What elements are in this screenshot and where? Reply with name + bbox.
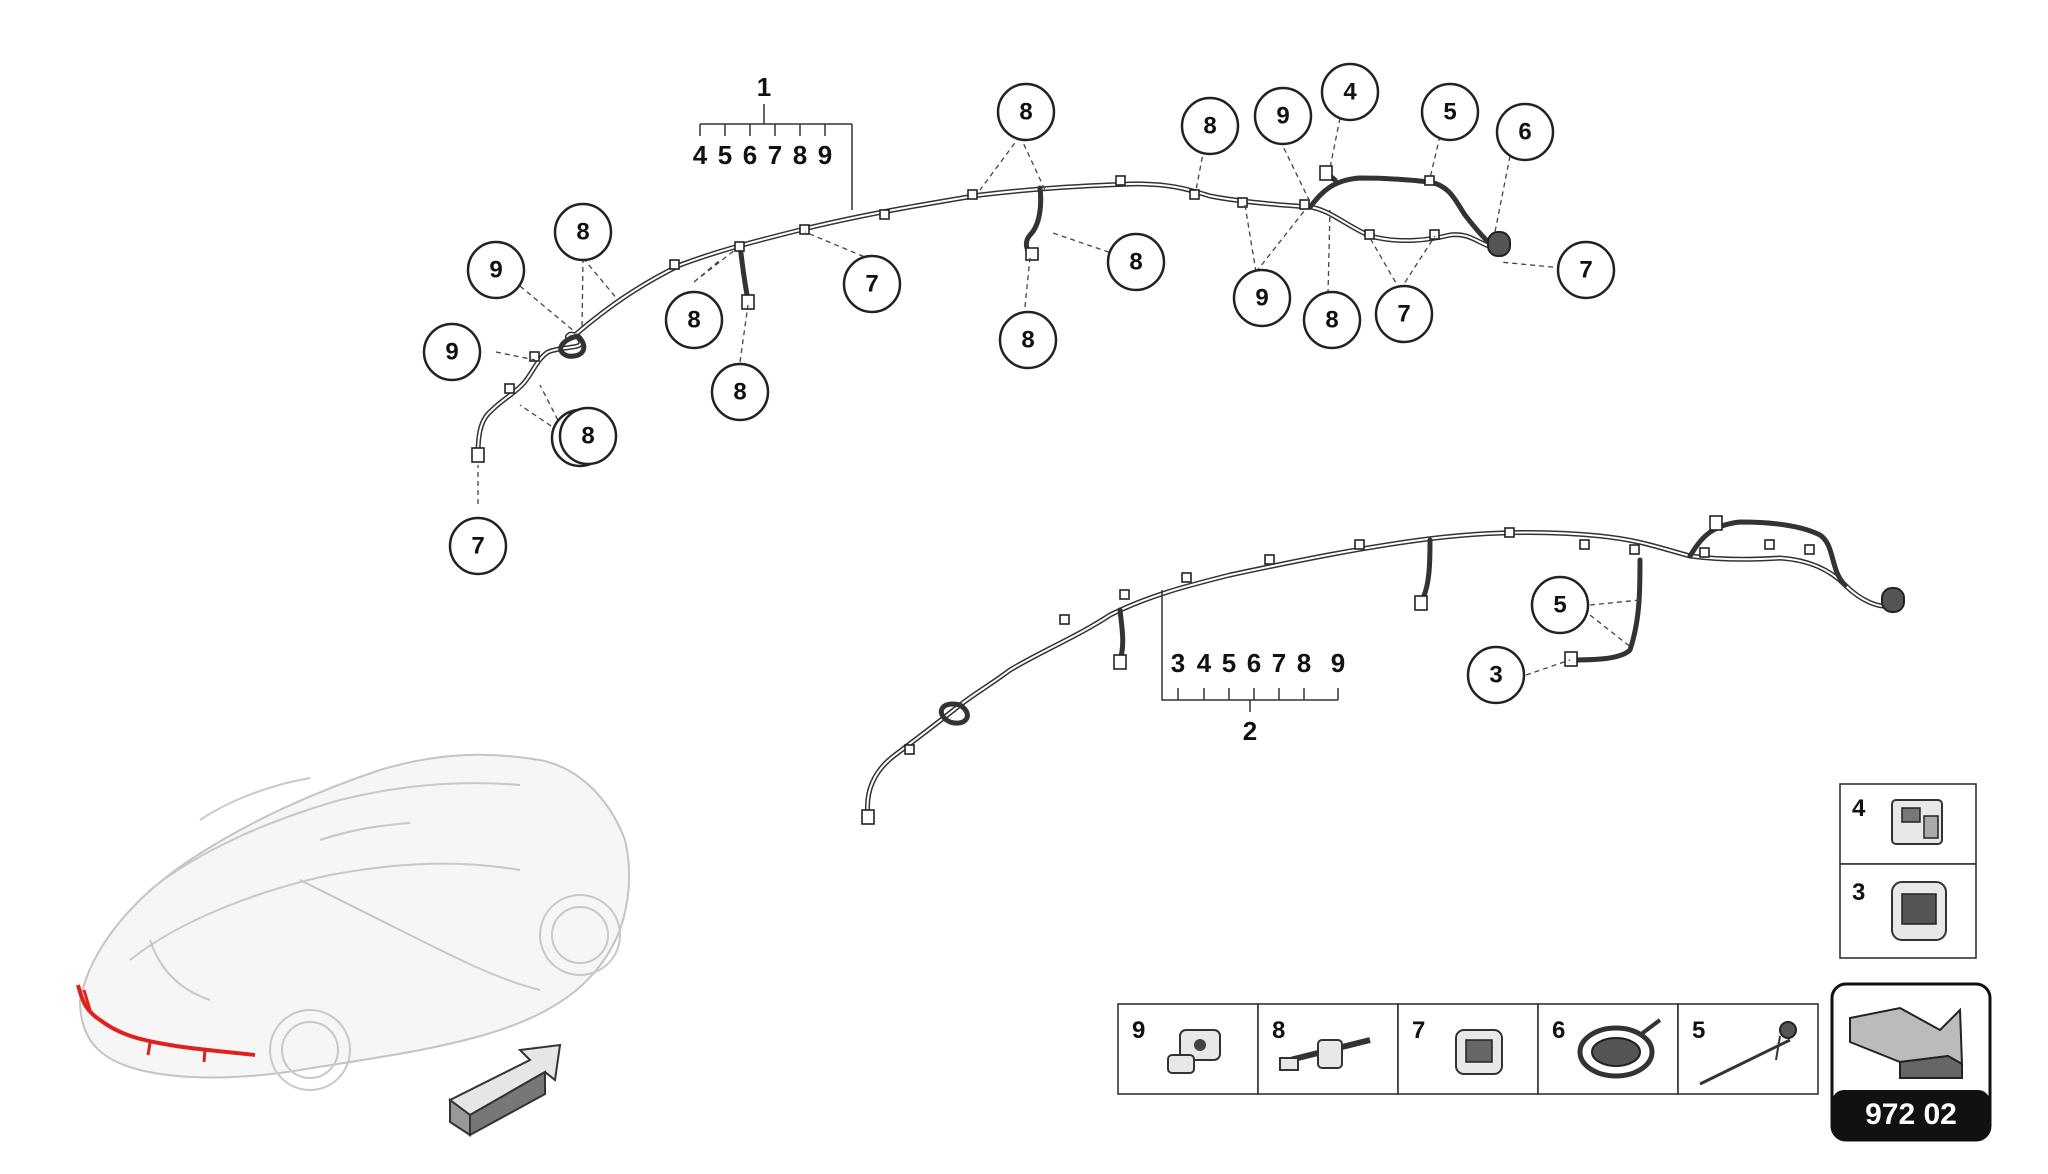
callout: 9 bbox=[1232, 268, 1292, 328]
callout: 8 bbox=[1302, 290, 1362, 350]
callout: 5 bbox=[1420, 82, 1480, 142]
svg-text:8: 8 bbox=[1129, 249, 1142, 276]
svg-text:8: 8 bbox=[581, 423, 594, 450]
assembly-2-sub-item: 9 bbox=[1331, 648, 1345, 678]
svg-text:8: 8 bbox=[687, 307, 700, 334]
svg-text:7: 7 bbox=[471, 533, 484, 560]
connector-icon bbox=[1167, 1029, 1221, 1074]
svg-text:7: 7 bbox=[1579, 257, 1592, 284]
callout: 7 bbox=[842, 254, 902, 314]
svg-text:8: 8 bbox=[1019, 99, 1032, 126]
callout: 8 bbox=[998, 310, 1058, 370]
callout-group-upper: 8 8 9 4 5 6 7 8 9 8 7 8 7 8 8 8 7 9 9 8 … bbox=[422, 62, 1616, 576]
svg-text:5: 5 bbox=[1553, 592, 1566, 619]
direction-arrow-icon bbox=[448, 1043, 562, 1137]
svg-text:9: 9 bbox=[1276, 103, 1289, 130]
upper-harness bbox=[471, 165, 1511, 463]
assembly-1-sub-item: 5 bbox=[718, 140, 732, 170]
highlighted-harness bbox=[76, 984, 256, 1057]
legend-num: 7 bbox=[1412, 1017, 1425, 1044]
clip-housing-icon bbox=[1891, 799, 1943, 845]
svg-text:8: 8 bbox=[1203, 113, 1216, 140]
lower-harness bbox=[861, 515, 1905, 825]
svg-text:7: 7 bbox=[1397, 301, 1410, 328]
legend-num: 4 bbox=[1852, 795, 1866, 822]
cable-tie-icon bbox=[1699, 1021, 1797, 1086]
assembly-1-sub-item: 6 bbox=[743, 140, 757, 170]
assembly-2-group: 3 4 5 6 7 8 9 2 bbox=[1161, 590, 1345, 746]
parts-legend-column: 4 3 bbox=[1839, 783, 1977, 959]
callout: 8 bbox=[664, 290, 724, 350]
legend-num: 3 bbox=[1852, 879, 1865, 906]
svg-text:5: 5 bbox=[1443, 99, 1456, 126]
callout: 6 bbox=[1495, 102, 1555, 162]
assembly-1-sub-item: 7 bbox=[768, 140, 782, 170]
callout: 8 bbox=[1106, 232, 1166, 292]
harness-1-clips bbox=[471, 165, 1440, 463]
legend-num: 9 bbox=[1132, 1017, 1145, 1044]
svg-text:3: 3 bbox=[1489, 662, 1502, 689]
svg-text:8: 8 bbox=[1021, 327, 1034, 354]
callout: 9 bbox=[466, 240, 526, 300]
parts-legend-row: 9 8 7 6 5 bbox=[1117, 1003, 1819, 1095]
callout: 4 bbox=[1320, 62, 1380, 122]
callout: 8 bbox=[710, 362, 770, 422]
assembly-1-sub-item: 8 bbox=[793, 140, 807, 170]
svg-text:7: 7 bbox=[865, 271, 878, 298]
legend-num: 6 bbox=[1552, 1017, 1565, 1044]
callout-group-lower: 5 3 bbox=[1466, 575, 1590, 705]
callout: 8 bbox=[553, 202, 613, 262]
lower-leader-lines bbox=[1525, 599, 1641, 676]
callout: 3 bbox=[1466, 645, 1526, 705]
callout: 8 bbox=[558, 406, 618, 466]
plug-icon bbox=[1455, 1029, 1503, 1075]
assembly-2-sub-item: 6 bbox=[1247, 648, 1261, 678]
legend-num: 8 bbox=[1272, 1017, 1285, 1044]
assembly-1-sub-item: 9 bbox=[818, 140, 832, 170]
svg-text:8: 8 bbox=[733, 379, 746, 406]
callout: 7 bbox=[1556, 240, 1616, 300]
assembly-1-sub-item: 4 bbox=[693, 140, 708, 170]
svg-text:9: 9 bbox=[489, 257, 502, 284]
assembly-1-label: 1 bbox=[757, 72, 771, 102]
svg-text:9: 9 bbox=[445, 339, 458, 366]
grommet-icon bbox=[1577, 1018, 1662, 1079]
svg-text:6: 6 bbox=[1518, 119, 1531, 146]
svg-text:9: 9 bbox=[1255, 285, 1268, 312]
callout: 5 bbox=[1530, 575, 1590, 635]
callout: 8 bbox=[996, 82, 1056, 142]
assembly-2-sub-item: 3 bbox=[1171, 648, 1185, 678]
assembly-2-label: 2 bbox=[1243, 716, 1257, 746]
assembly-2-sub-item: 5 bbox=[1222, 648, 1236, 678]
assembly-1-group: 1 4 5 6 7 8 9 bbox=[693, 72, 853, 210]
callout: 7 bbox=[448, 516, 508, 576]
callout: 8 bbox=[1180, 96, 1240, 156]
svg-text:4: 4 bbox=[1343, 79, 1357, 106]
callout: 9 bbox=[1253, 86, 1313, 146]
socket-housing-icon bbox=[1891, 881, 1947, 941]
legend-num: 5 bbox=[1692, 1017, 1705, 1044]
assembly-2-sub-item: 8 bbox=[1297, 648, 1311, 678]
callout: 9 bbox=[422, 322, 482, 382]
harness-2-clips bbox=[861, 515, 1815, 825]
vehicle-overview bbox=[76, 753, 631, 1091]
callout: 7 bbox=[1374, 284, 1434, 344]
assembly-2-sub-item: 7 bbox=[1272, 648, 1286, 678]
page-code: 972 02 bbox=[1865, 1098, 1957, 1131]
assembly-2-sub-item: 4 bbox=[1197, 648, 1212, 678]
page-code-badge: 972 02 bbox=[1830, 982, 1992, 1142]
cable-clip-icon bbox=[1279, 1037, 1371, 1071]
svg-text:8: 8 bbox=[576, 219, 589, 246]
svg-text:8: 8 bbox=[1325, 307, 1338, 334]
